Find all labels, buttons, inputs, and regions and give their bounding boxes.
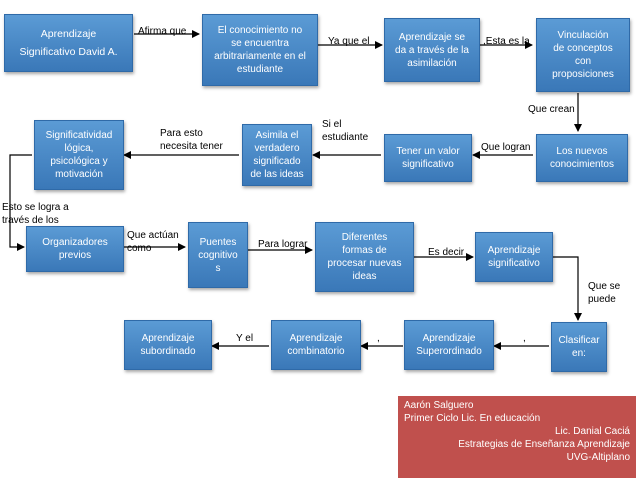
link-es-decir: Es decir (428, 247, 465, 258)
node-conocimiento-arbitrario: El conocimiento no se encuentra arbitrar… (202, 14, 318, 86)
credit-author: Aarón Salguero (404, 400, 474, 411)
node-formas-procesar: Diferentes formas de procesar nuevas ide… (315, 222, 414, 292)
link-que-se-puede: Que se puede (588, 281, 621, 305)
link-si-el-estudiante: Si el estudiante (322, 119, 369, 143)
link-para-lograr: Para lograr (258, 239, 308, 250)
node-organizadores-previos: Organizadores previos (26, 226, 124, 272)
link-que-actuan: Que actúan como (127, 230, 179, 254)
node-aprendizaje-asimilacion: Aprendizaje se da a través de la asimila… (384, 18, 480, 82)
link-que-logran: Que logran (481, 142, 531, 153)
arrow-12 (553, 256, 582, 321)
link-para-esto: Para esto necesita tener (160, 128, 223, 152)
node-subordinado: Aprendizaje subordinado (124, 320, 212, 370)
link-comma-1: , (523, 333, 526, 344)
link-afirma-que: Afirma que (138, 26, 187, 37)
node-combinatorio: Aprendizaje combinatorio (271, 320, 361, 370)
credit-program: Primer Ciclo Lic. En educación (404, 413, 541, 424)
link-esto-se-logra: Esto se logra a través de los (2, 202, 69, 226)
credits-panel: Aarón Salguero Primer Ciclo Lic. En educ… (398, 396, 636, 478)
link-ya-que-el: Ya que el (328, 36, 370, 47)
credit-university: UVG-Altiplano (566, 452, 630, 463)
node-superordinado: Aprendizaje Superordinado (404, 320, 494, 370)
node-puentes-cognitivos: Puentes cognitivo s (188, 222, 248, 288)
node-significatividad: Significatividad lógica, psicológica y m… (34, 120, 124, 190)
credit-course: Estrategias de Enseñanza Aprendizaje (458, 439, 630, 450)
credit-teacher: Lic. Danial Caciá (554, 426, 630, 437)
node-aprendizaje-significativo-ausubel: Aprendizaje Significativo David A. (4, 14, 133, 72)
node-asimila-significado: Asimila el verdadero significado de las … (242, 124, 312, 186)
node-clasificar: Clasificar en: (551, 322, 607, 372)
node-aprendizaje-significativo: Aprendizaje significativo (475, 232, 553, 282)
link-que-crean: Que crean (528, 104, 575, 115)
node-nuevos-conocimientos: Los nuevos conocimientos (536, 134, 628, 182)
node-vinculacion-conceptos: Vinculación de conceptos con proposicion… (536, 18, 630, 92)
node-valor-significativo: Tener un valor significativo (384, 134, 472, 182)
link-y-el: Y el (236, 333, 254, 344)
arrow-8 (9, 154, 32, 251)
link-comma-2: , (377, 333, 380, 344)
link-esta-es-la: ,Esta es la (483, 36, 530, 47)
